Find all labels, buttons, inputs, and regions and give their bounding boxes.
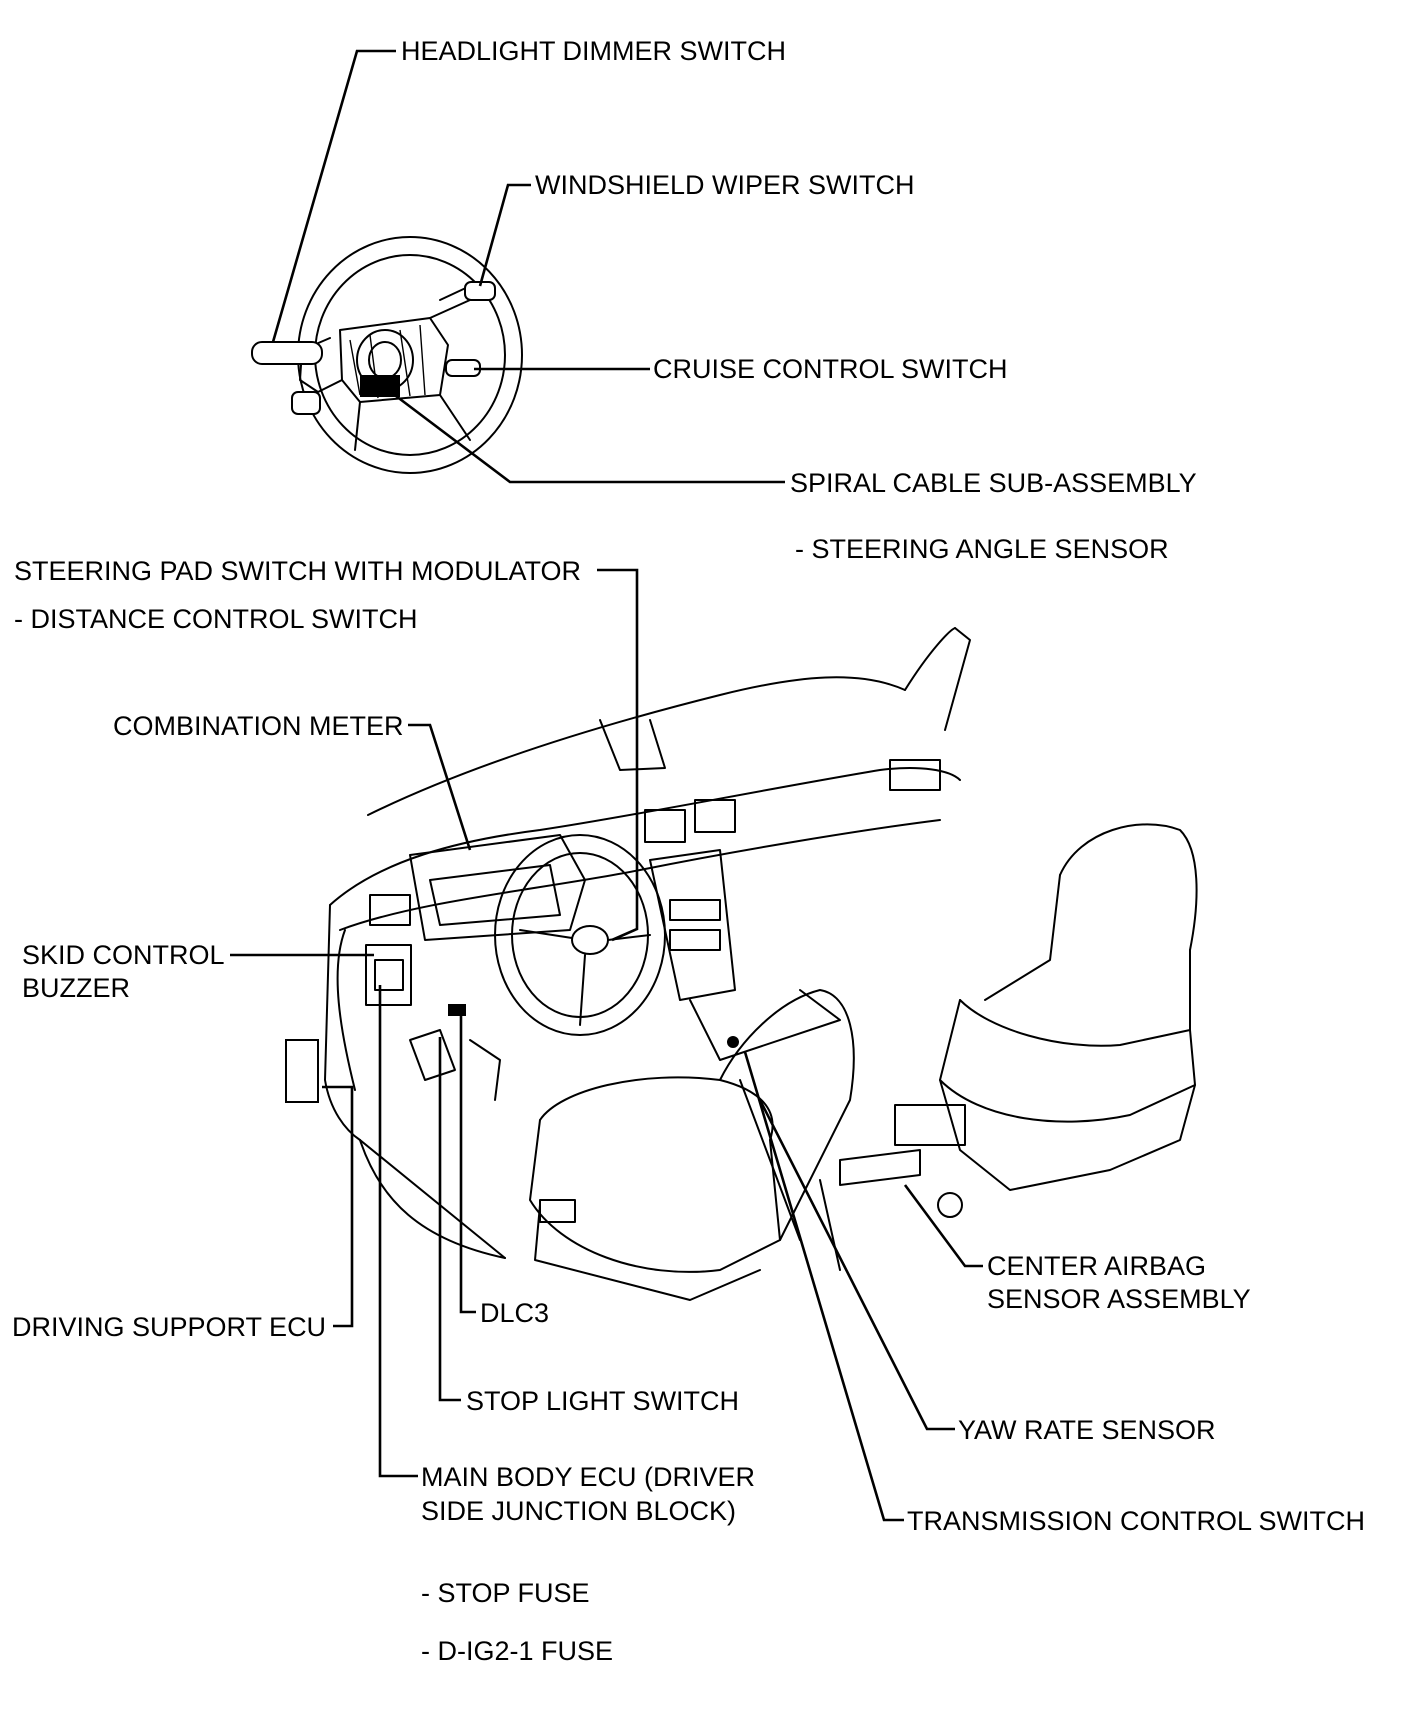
label-driving-support-ecu: DRIVING SUPPORT ECU	[12, 1312, 326, 1342]
steering-wheel-illustration	[251, 236, 523, 474]
label-main-body-ecu-2: SIDE JUNCTION BLOCK)	[421, 1496, 736, 1526]
label-headlight-dimmer-switch: HEADLIGHT DIMMER SWITCH	[401, 36, 786, 66]
label-spiral-cable: SPIRAL CABLE SUB-ASSEMBLY	[790, 468, 1197, 498]
label-skid-control-buzzer-1: SKID CONTROL	[22, 940, 225, 970]
label-stop-light-switch: STOP LIGHT SWITCH	[466, 1386, 739, 1416]
label-combination-meter: COMBINATION METER	[113, 711, 404, 741]
label-distance-control-switch: - DISTANCE CONTROL SWITCH	[14, 604, 418, 634]
label-steering-angle-sensor: - STEERING ANGLE SENSOR	[795, 534, 1169, 564]
label-steering-pad-switch: STEERING PAD SWITCH WITH MODULATOR	[14, 556, 581, 586]
label-windshield-wiper-switch: WINDSHIELD WIPER SWITCH	[535, 170, 915, 200]
vehicle-interior-illustration	[285, 627, 1198, 1301]
label-main-body-ecu-1: MAIN BODY ECU (DRIVER	[421, 1462, 755, 1492]
label-dlc3: DLC3	[480, 1298, 549, 1328]
label-center-airbag-2: SENSOR ASSEMBLY	[987, 1284, 1251, 1314]
label-skid-control-buzzer-2: BUZZER	[22, 973, 130, 1003]
label-d-ig2-1-fuse: - D-IG2-1 FUSE	[421, 1636, 613, 1666]
label-stop-fuse: - STOP FUSE	[421, 1578, 590, 1608]
label-transmission-control-switch: TRANSMISSION CONTROL SWITCH	[907, 1506, 1365, 1536]
leader-lines	[230, 49, 983, 1522]
label-cruise-control-switch: CRUISE CONTROL SWITCH	[653, 354, 1008, 384]
label-yaw-rate-sensor: YAW RATE SENSOR	[958, 1415, 1216, 1445]
callout-labels: HEADLIGHT DIMMER SWITCH WINDSHIELD WIPER…	[12, 36, 1365, 1666]
label-center-airbag-1: CENTER AIRBAG	[987, 1251, 1206, 1281]
